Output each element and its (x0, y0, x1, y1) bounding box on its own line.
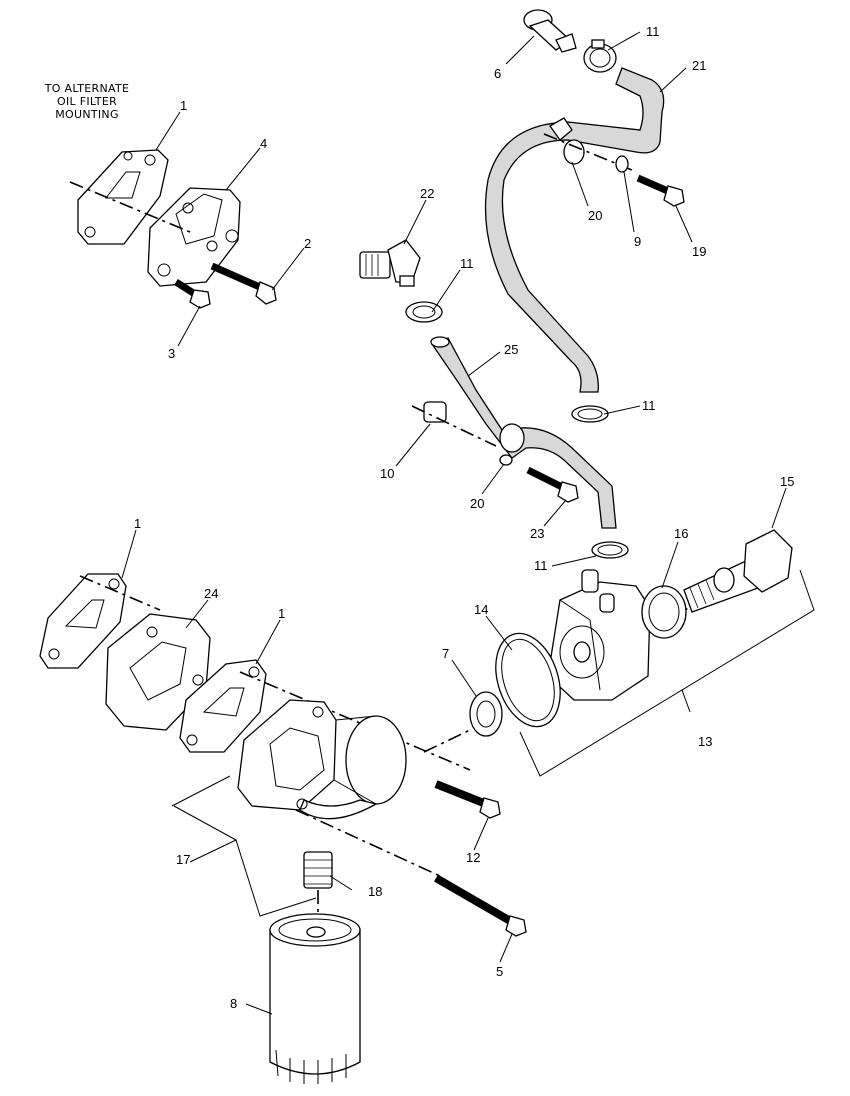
callout-20-top: 20 (588, 208, 602, 223)
flange-20-top (549, 117, 585, 165)
nipple-18 (303, 851, 333, 889)
callout-11-middle-right: 11 (642, 398, 656, 413)
callout-15: 15 (780, 474, 794, 489)
leader-lines (121, 31, 815, 1015)
fitting-10 (423, 401, 447, 423)
callout-2: 2 (304, 236, 311, 251)
hose-clamp-22 (405, 301, 443, 323)
gasket-lower-left (39, 573, 127, 669)
seal-16 (641, 585, 687, 639)
adapter-plate (147, 187, 241, 287)
callout-20-middle: 20 (470, 496, 484, 511)
hose-25 (430, 336, 617, 529)
o-ring-14 (495, 632, 561, 728)
callout-8: 8 (230, 996, 237, 1011)
callout-labels: 1 4 2 3 6 11 21 20 9 19 22 11 25 11 10 2… (134, 24, 794, 1011)
alternate-mounting-note: TO ALTERNATE OIL FILTER MOUNTING (22, 82, 152, 121)
callout-3: 3 (168, 346, 175, 361)
callout-1-lower-left: 1 (134, 516, 141, 531)
flange-20-middle (499, 423, 525, 466)
bolt-5 (433, 874, 527, 937)
hose-clamp-top (583, 39, 617, 73)
callout-21: 21 (692, 58, 706, 73)
callout-17: 17 (176, 852, 190, 867)
callout-5: 5 (496, 964, 503, 979)
bolt-19 (636, 174, 685, 207)
bolt-23 (526, 466, 579, 503)
hose-clamp-lower (591, 541, 629, 559)
note-line-1: TO ALTERNATE (44, 82, 130, 95)
callout-22: 22 (420, 186, 434, 201)
callout-14: 14 (474, 602, 488, 617)
callout-1-upper: 1 (180, 98, 187, 113)
gasket-lower-middle (179, 659, 267, 753)
elbow-22 (359, 239, 421, 287)
hose-21 (484, 67, 665, 393)
hose-clamp-middle (571, 405, 609, 423)
callout-23: 23 (530, 526, 544, 541)
callout-10: 10 (380, 466, 394, 481)
note-line-2: OIL FILTER (56, 95, 118, 108)
oil-cooler-13 (547, 569, 651, 701)
callout-19: 19 (692, 244, 706, 259)
callout-9: 9 (634, 234, 641, 249)
callout-7: 7 (442, 646, 449, 661)
elbow-fitting-6 (523, 9, 577, 53)
callout-4: 4 (260, 136, 267, 151)
bolt-12 (434, 780, 501, 819)
callout-16: 16 (674, 526, 688, 541)
bolt-3 (174, 279, 211, 309)
callout-1-lower-middle: 1 (278, 606, 285, 621)
bolt-2 (210, 262, 277, 305)
callout-24: 24 (204, 586, 218, 601)
gasket-upper (77, 149, 169, 245)
seal-7 (469, 691, 503, 737)
callout-11-middle-left: 11 (460, 256, 474, 271)
filter-base (237, 699, 407, 820)
bolt-15 (683, 529, 793, 613)
note-line-3: MOUNTING (55, 108, 119, 121)
callout-25: 25 (504, 342, 518, 357)
callout-6: 6 (494, 66, 501, 81)
oil-filter-8 (269, 913, 361, 1084)
callout-11-lower: 11 (534, 558, 548, 573)
callout-11-top: 11 (646, 24, 660, 39)
washer-9 (615, 155, 629, 173)
callout-12: 12 (466, 850, 480, 865)
callout-13: 13 (698, 734, 712, 749)
callout-18: 18 (368, 884, 382, 899)
